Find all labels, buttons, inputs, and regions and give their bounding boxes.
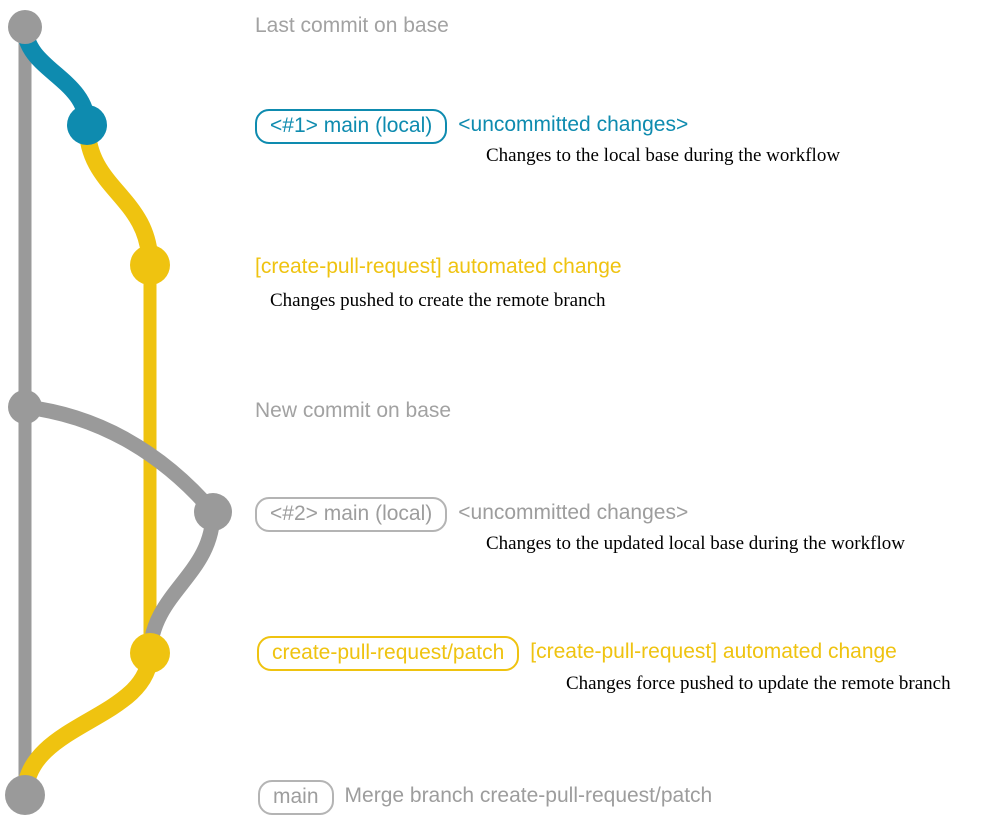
heading-new-commit-on-base: New commit on base [255, 399, 452, 422]
commit-subject-local-change-2: <uncommitted changes> [458, 501, 689, 524]
heading-last-commit-on-base: Last commit on base [255, 14, 449, 37]
branch-pill-main-local-2[interactable]: <#2> main (local) [255, 497, 448, 533]
commit-row-merge-commit: main Merge branch create-pull-request/pa… [258, 780, 713, 816]
commit-subject-merge-commit: Merge branch create-pull-request/patch [344, 784, 713, 807]
branch-pill-main[interactable]: main [258, 780, 334, 816]
commit-row-remote-change-2: create-pull-request/patch [create-pull-r… [257, 636, 897, 672]
base-to-local2-edge [17, 399, 221, 520]
commit-row-remote-change-1: [create-pull-request] automated change [255, 251, 622, 278]
commit-description-local-change-2: Changes to the updated local base during… [486, 533, 905, 554]
commit-subject-remote-change-2: [create-pull-request] automated change [530, 640, 897, 663]
base-commit-node[interactable] [8, 390, 42, 424]
commit-subject-remote-change-1: [create-pull-request] automated change [255, 255, 622, 278]
commit-row-local-change-2: <#2> main (local) <uncommitted changes> [255, 497, 689, 533]
remote-commit-node[interactable] [130, 245, 170, 285]
commit-description-remote-change-2: Changes force pushed to update the remot… [566, 673, 951, 694]
local-to-remote-edge [78, 116, 159, 274]
commit-subject-local-change-1: <uncommitted changes> [458, 113, 689, 136]
branch-pill-main-local-1[interactable]: <#1> main (local) [255, 109, 448, 145]
local2-to-remote2-edge [142, 504, 221, 661]
commit-description-local-change-1: Changes to the local base during the wor… [486, 145, 841, 166]
remote-commit-node[interactable] [130, 633, 170, 673]
local-commit-node[interactable] [67, 105, 107, 145]
commit-row-local-change-1: <#1> main (local) <uncommitted changes> [255, 109, 689, 145]
merge-commit-node[interactable] [5, 775, 45, 815]
remote2-to-merge-edge [16, 644, 159, 804]
branch-pill-create-pull-request-patch[interactable]: create-pull-request/patch [257, 636, 520, 672]
local-commit-node[interactable] [194, 493, 232, 531]
commit-description-remote-change-1: Changes pushed to create the remote bran… [270, 290, 606, 311]
base-commit-node[interactable] [8, 10, 42, 44]
